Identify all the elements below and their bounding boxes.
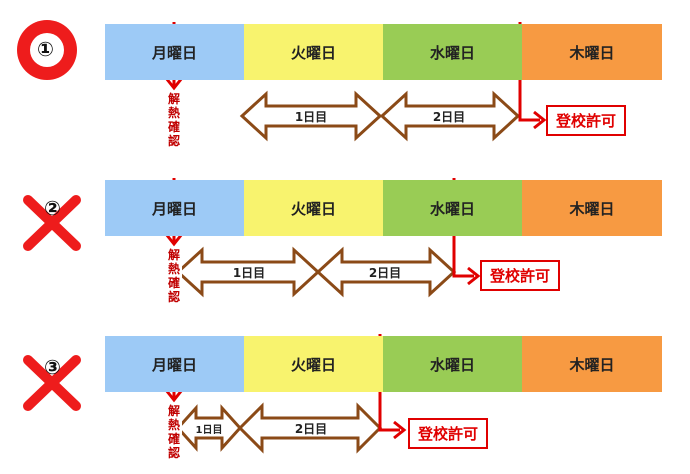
row1-fever-check-note: 解熱確認	[166, 92, 182, 148]
row2-day-wednesday: 水曜日	[383, 180, 522, 236]
row1-day-thursday: 木曜日	[522, 24, 662, 80]
row1-marker: ①	[37, 37, 54, 61]
row3-fever-check-note: 解熱確認	[166, 404, 182, 460]
correct-circle-inner	[30, 33, 64, 67]
row3-marker: ③	[44, 355, 61, 379]
row1-day2-label: 2日目	[432, 110, 466, 124]
row3-permit-badge: 登校許可	[408, 418, 489, 449]
row2-day-thursday: 木曜日	[522, 180, 662, 236]
row1-day1-label: 1日目	[294, 110, 328, 124]
row1-day-monday: 月曜日	[105, 24, 244, 80]
row2-fever-check-note: 解熱確認	[166, 248, 182, 304]
row2-day2-label: 2日目	[368, 266, 402, 280]
row1-day2-arrow	[379, 90, 521, 142]
row3-day-thursday: 木曜日	[522, 336, 662, 392]
row2-day1-label: 1日目	[232, 266, 266, 280]
row3-day2-label: 2日目	[294, 422, 328, 436]
row3-day-tuesday: 火曜日	[244, 336, 383, 392]
incorrect-cross-icon-2	[23, 355, 81, 411]
row2-day-tuesday: 火曜日	[244, 180, 383, 236]
row2-day-monday: 月曜日	[105, 180, 244, 236]
row1-day-wednesday: 水曜日	[383, 24, 522, 80]
row2-marker: ②	[44, 196, 61, 220]
row1-day-tuesday: 火曜日	[244, 24, 383, 80]
row3-day-monday: 月曜日	[105, 336, 244, 392]
row3-day-wednesday: 水曜日	[383, 336, 522, 392]
row3-day1-label: 1日目	[195, 425, 223, 436]
row1-permit-badge: 登校許可	[546, 105, 627, 136]
incorrect-cross-icon	[23, 195, 81, 251]
row2-permit-badge: 登校許可	[480, 260, 561, 291]
